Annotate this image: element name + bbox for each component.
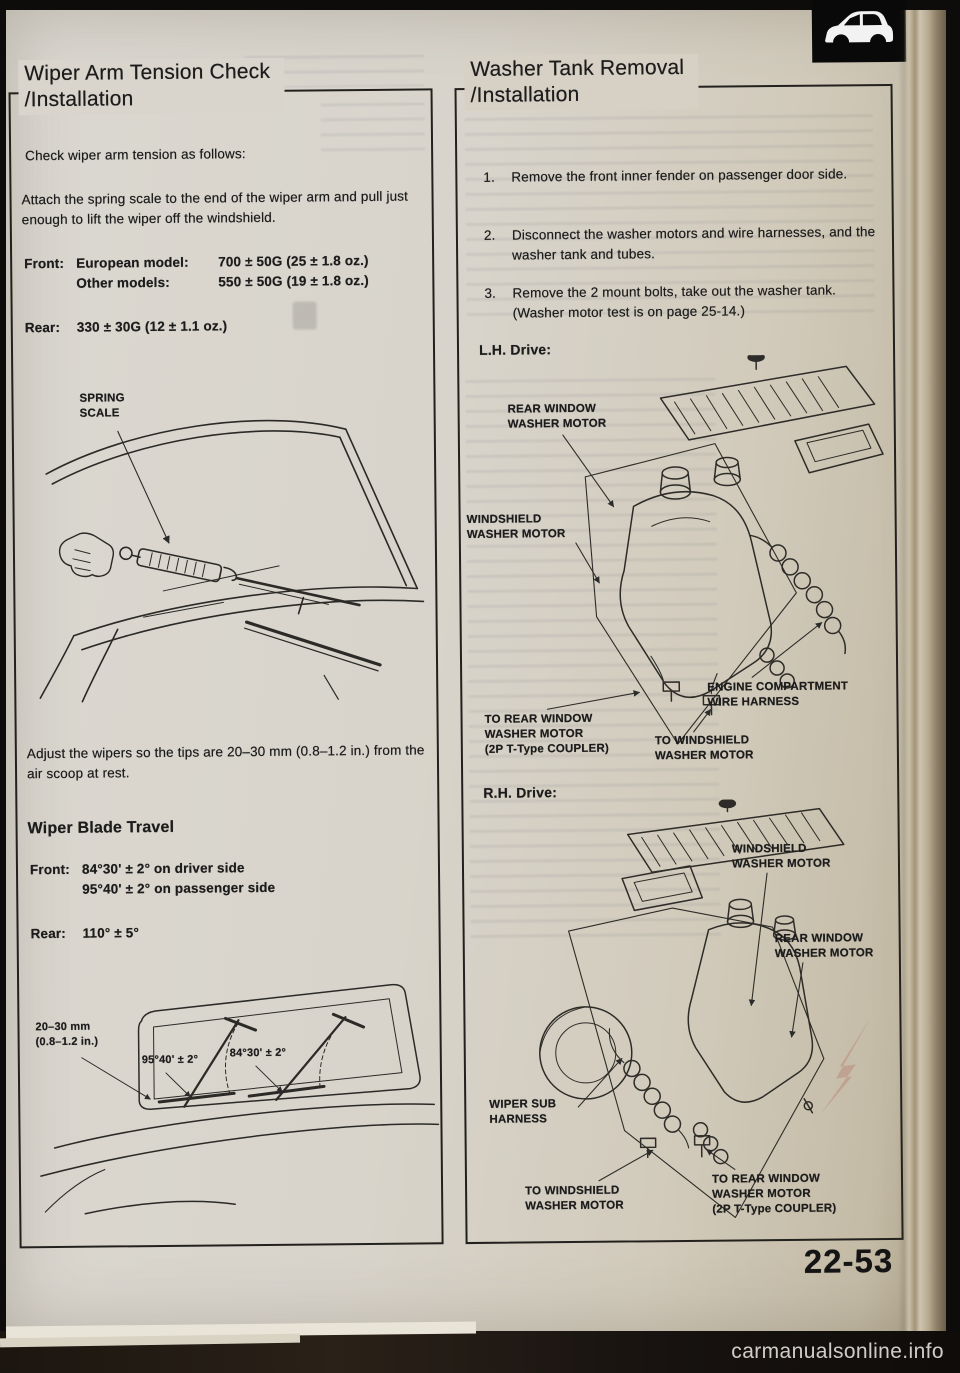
gap-spec-label: 20–30 mm (0.8–1.2 in.) xyxy=(35,1020,99,1048)
blade-rear-value: 110° ± 5° xyxy=(82,925,140,941)
removal-step-2: 2. Disconnect the washer motors and wire… xyxy=(484,222,878,266)
blade-rear-label: Rear: xyxy=(30,925,66,942)
rh-to-rear-window-label: TO REAR WINDOW WASHER MOTOR (2P T-Type C… xyxy=(711,1172,837,1217)
blade-front-label: Front: xyxy=(29,861,70,878)
wiper-blade-travel-title: Wiper Blade Travel xyxy=(27,818,175,838)
section-icon-tab xyxy=(811,0,907,63)
page-stack-edge xyxy=(898,10,946,1331)
step-number: 1. xyxy=(483,169,496,185)
wiper-panel-title: Wiper Arm Tension Check /Installation xyxy=(18,57,285,116)
blade-travel-diagram: 20–30 mm (0.8–1.2 in.) 95°40' ± 2° 84°30… xyxy=(23,958,446,1244)
lh-drive-label: L.H. Drive: xyxy=(478,341,552,358)
front-label: Front: xyxy=(24,255,65,272)
adjust-note: Adjust the wipers so the tips are 20–30 … xyxy=(26,742,425,782)
passenger-angle-label: 95°40' ± 2° xyxy=(141,1053,199,1067)
blade-front-passenger: 95°40' ± 2° on passenger side xyxy=(82,880,276,897)
front-spec-value-1: 700 ± 50G (25 ± 1.8 oz.) xyxy=(218,252,369,270)
car-silhouette-icon xyxy=(825,11,894,49)
spring-scale-label: SPRING SCALE xyxy=(79,392,125,420)
step-text: Remove the front inner fender on passeng… xyxy=(511,166,848,185)
driver-angle-label: 84°30' ± 2° xyxy=(229,1046,287,1060)
front-tension-spec: Front: European model: Other models: 700 ± … xyxy=(24,250,434,294)
rh-windshield-motor-label: WINDSHIELD WASHER MOTOR xyxy=(731,842,831,871)
wiper-arm-tension-panel: Wiper Arm Tension Check /Installation Ch… xyxy=(8,57,446,1249)
removal-step-1: 1. Remove the front inner fender on pass… xyxy=(483,164,877,188)
lh-windshield-motor-label: WINDSHIELD WASHER MOTOR xyxy=(466,513,566,542)
rear-tension-spec: Rear: 330 ± 30G (12 ± 1.1 oz.) xyxy=(25,316,228,338)
rh-wiper-sub-harness-label: WIPER SUB HARNESS xyxy=(489,1098,557,1127)
rear-label: Rear: xyxy=(24,319,61,336)
tension-check-intro: Check wiper arm tension as follows: xyxy=(25,146,246,164)
rh-rear-window-motor-label: REAR WINDOW WASHER MOTOR xyxy=(774,932,874,961)
lh-rear-window-motor-label: REAR WINDOW WASHER MOTOR xyxy=(507,402,607,431)
blade-travel-rear-spec: Rear: 110° ± 5° xyxy=(31,923,140,944)
washer-tank-panel: Washer Tank Removal /Installation 1. Rem… xyxy=(454,53,904,1245)
rh-drive-diagram: WINDSHIELD WASHER MOTOR REAR WINDOW WASH… xyxy=(471,798,899,1240)
removal-step-3: 3. Remove the 2 mount bolts, take out th… xyxy=(484,280,878,324)
watermark: carmanualsonline.info xyxy=(731,1340,944,1363)
rh-drive-label: R.H. Drive: xyxy=(483,784,558,801)
paper-sheet xyxy=(6,10,946,1331)
blade-front-driver: 84°30' ± 2° on driver side xyxy=(81,860,245,877)
rear-value: 330 ± 30G (12 ± 1.1 oz.) xyxy=(76,318,228,335)
step-text: Disconnect the washer motors and wire ha… xyxy=(511,224,876,263)
lh-drive-diagram: REAR WINDOW WASHER MOTOR WINDSHIELD WASH… xyxy=(464,353,896,778)
spring-scale-diagram: SPRING SCALE xyxy=(21,374,432,710)
step-text: Remove the 2 mount bolts, take out the w… xyxy=(512,282,837,321)
front-spec-name-2: Other models: xyxy=(76,275,170,292)
front-spec-name-1: European model: xyxy=(76,254,189,271)
lh-to-rear-window-label: TO REAR WINDOW WASHER MOTOR (2P T-Type C… xyxy=(484,712,610,757)
step-number: 2. xyxy=(483,227,496,243)
washer-panel-title: Washer Tank Removal /Installation xyxy=(464,53,699,112)
lh-engine-harness-label: ENGINE COMPARTMENT WIRE HARNESS xyxy=(707,680,849,709)
page-number: 22-53 xyxy=(803,1241,894,1280)
step-number: 3. xyxy=(484,285,497,301)
front-spec-value-2: 550 ± 50G (19 ± 1.8 oz.) xyxy=(218,273,369,290)
lh-to-windshield-label: TO WINDSHIELD WASHER MOTOR xyxy=(654,734,754,763)
spring-scale-instruction: Attach the spring scale to the end of th… xyxy=(21,188,409,228)
rh-to-windshield-label: TO WINDSHIELD WASHER MOTOR xyxy=(525,1184,624,1213)
blade-travel-front-spec: Front: 84°30' ± 2° on driver side 95°40' ±… xyxy=(30,856,438,900)
